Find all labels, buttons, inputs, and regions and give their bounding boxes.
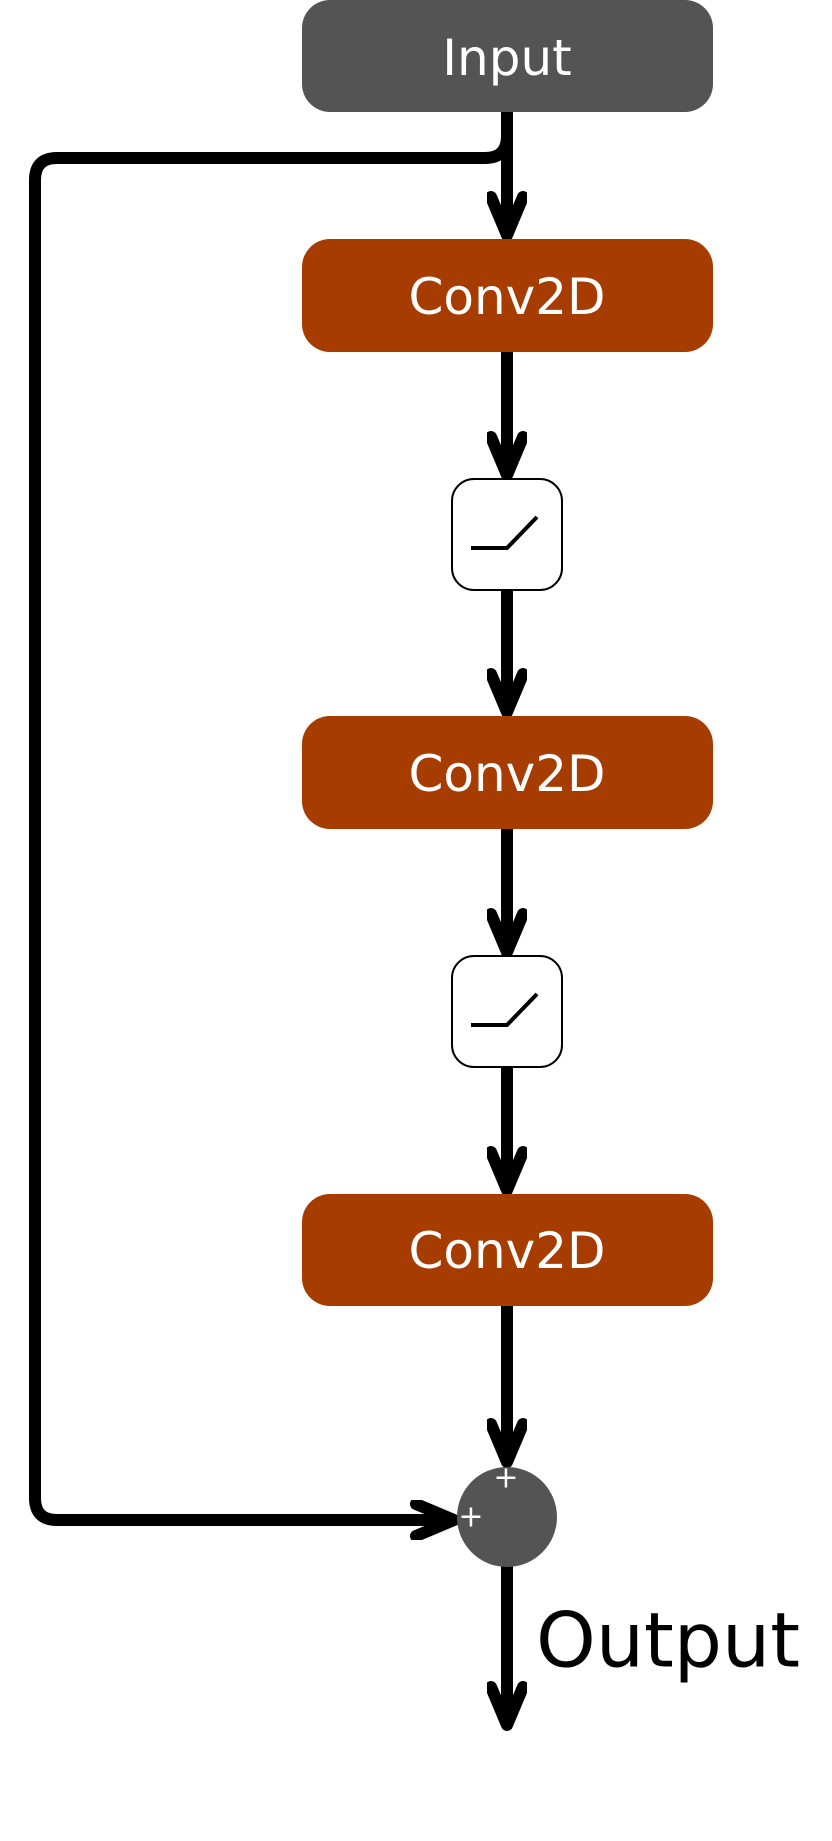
relu-activation-icon — [471, 515, 539, 550]
conv2d-node-1: Conv2D — [302, 239, 713, 352]
edge-skip-connection — [29, 112, 513, 1520]
input-label: Input — [442, 29, 571, 87]
conv2d-node-2: Conv2D — [302, 716, 713, 829]
sum-top-plus: + — [493, 1461, 518, 1496]
conv2d-node-3: Conv2D — [302, 1194, 713, 1306]
conv2d-label-2: Conv2D — [408, 745, 605, 803]
relu-activation-node-1 — [451, 478, 563, 591]
sum-left-plus: + — [458, 1500, 483, 1535]
input-node: Input — [302, 0, 713, 112]
relu-activation-node-2 — [451, 955, 563, 1068]
sum-node: + + — [457, 1461, 557, 1567]
relu-activation-icon — [471, 992, 539, 1027]
output-label: Output — [536, 1596, 800, 1685]
conv2d-label-1: Conv2D — [408, 268, 605, 326]
conv2d-label-3: Conv2D — [408, 1222, 605, 1280]
